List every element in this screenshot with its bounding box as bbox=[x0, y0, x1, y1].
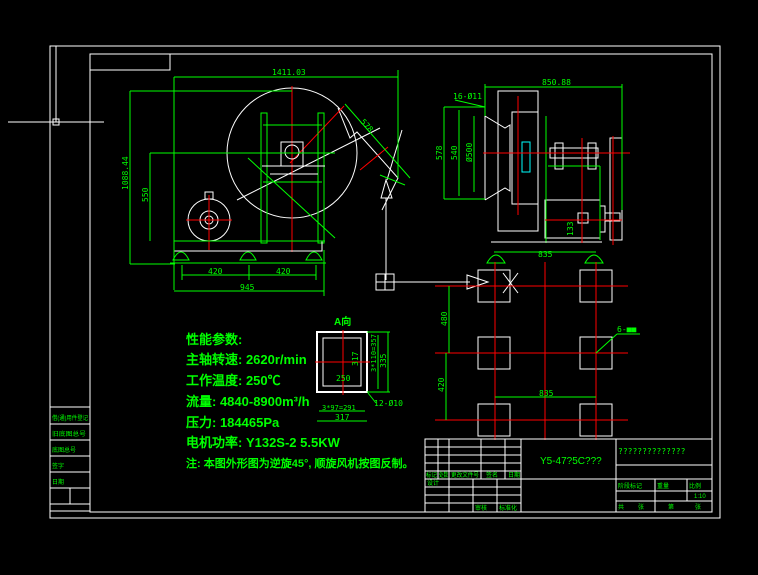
strip-label: 日期 bbox=[52, 478, 64, 486]
dim-flange-holes: 16-Ø11 bbox=[453, 91, 482, 101]
view-a: A向 335 3*110=357 317 250 3*97=291 317 12… bbox=[315, 315, 403, 422]
dim-span: 835 bbox=[539, 389, 554, 398]
front-view: 1411.03 1088.44 550 420 420 945 578 bbox=[121, 68, 470, 296]
tb-label: 张 bbox=[638, 503, 644, 511]
tb-label: 比例 bbox=[689, 482, 701, 490]
spec-temperature: 工作温度: 250℃ bbox=[186, 373, 281, 388]
dim-a-holes: 12-Ø10 bbox=[374, 398, 403, 408]
tb-label: 标准化 bbox=[499, 504, 517, 512]
dim-side-base: 835 bbox=[538, 250, 553, 259]
strip-label: 旧底图总号 bbox=[52, 430, 86, 438]
dim-a-height: 335 bbox=[379, 353, 388, 368]
spec-pressure: 压力: 184465Pa bbox=[186, 415, 280, 430]
tb-label: 更改文件号 bbox=[451, 471, 479, 479]
company-name: ?????????????? bbox=[618, 447, 686, 456]
code-box bbox=[89, 53, 171, 71]
title-block: Y5-47?5C??? ?????????????? 标记 处数 更改文件号 签… bbox=[424, 438, 713, 513]
strip-label: 底图总号 bbox=[52, 446, 76, 454]
drawing-title: Y5-47?5C??? bbox=[540, 456, 602, 467]
spec-speed: 主轴转速: 2620r/min bbox=[186, 352, 307, 367]
tb-label: 第 bbox=[668, 503, 674, 511]
dim-motor: 133 bbox=[566, 221, 575, 236]
dim-overall-width: 1411.03 bbox=[272, 68, 306, 77]
spec-motor: 电机功率: Y132S-2 5.5KW bbox=[186, 435, 341, 450]
dim-inlet-dia: Ø500 bbox=[464, 143, 474, 162]
dim-flange-outer: 578 bbox=[435, 145, 444, 160]
dim-row1: 480 bbox=[440, 311, 449, 326]
tb-label: 设计 bbox=[427, 479, 439, 487]
dim-overall-height: 1088.44 bbox=[121, 156, 130, 190]
tb-label: 处数 bbox=[439, 471, 448, 479]
spec-flow: 流量: 4840-8900m³/h bbox=[186, 394, 310, 409]
dim-shaft-height: 550 bbox=[141, 187, 150, 202]
spec-heading: 性能参数: bbox=[186, 332, 242, 347]
tb-label: 重量 bbox=[657, 482, 669, 490]
tb-label: 共 bbox=[618, 503, 624, 511]
dim-row2: 420 bbox=[437, 377, 446, 392]
view-a-title: A向 bbox=[334, 315, 351, 328]
dim-side-width: 850.88 bbox=[542, 78, 571, 87]
dim-a-pitch-h: 3*97=291 bbox=[322, 404, 356, 412]
tb-label: 日期 bbox=[508, 471, 520, 479]
dim-a-width: 250 bbox=[336, 374, 351, 383]
tb-scale: 1:10 bbox=[694, 494, 706, 500]
spec-note: 注: 本图外形图为逆旋45°, 顺旋风机按图反制。 bbox=[186, 456, 413, 470]
strip-label: 借(通)用件登记 bbox=[52, 414, 88, 422]
tb-label: 签名 bbox=[486, 471, 498, 479]
side-view: 850.88 16-Ø11 578 540 Ø500 835 133 bbox=[435, 78, 630, 264]
inner-frame bbox=[89, 53, 713, 513]
outer-border bbox=[49, 45, 721, 519]
dim-a-inner: 317 bbox=[351, 351, 360, 366]
dim-a-pitch-v: 3*110=357 bbox=[370, 334, 378, 372]
dim-a-overall: 317 bbox=[335, 413, 350, 422]
dim-base-left: 420 bbox=[208, 267, 223, 276]
tb-label: 张 bbox=[695, 503, 701, 511]
tb-label: 阶段标记 bbox=[618, 482, 642, 490]
tb-label: 标记 bbox=[426, 471, 437, 479]
crosshair-cursor bbox=[8, 46, 104, 126]
spec-notes: 性能参数: 主轴转速: 2620r/min 工作温度: 250℃ 流量: 484… bbox=[186, 332, 413, 470]
left-strip: 借(通)用件登记 旧底图总号 底图总号 签字 日期 bbox=[49, 406, 91, 512]
dim-flange-mid: 540 bbox=[450, 145, 459, 160]
dim-base-total: 945 bbox=[240, 283, 255, 292]
foundation-plan: 480 420 835 6-■■ bbox=[435, 262, 640, 440]
tb-label: 审核 bbox=[475, 504, 487, 512]
strip-label: 签字 bbox=[52, 462, 64, 470]
dim-foundation-holes: 6-■■ bbox=[617, 325, 636, 334]
dim-base-right: 420 bbox=[276, 267, 291, 276]
